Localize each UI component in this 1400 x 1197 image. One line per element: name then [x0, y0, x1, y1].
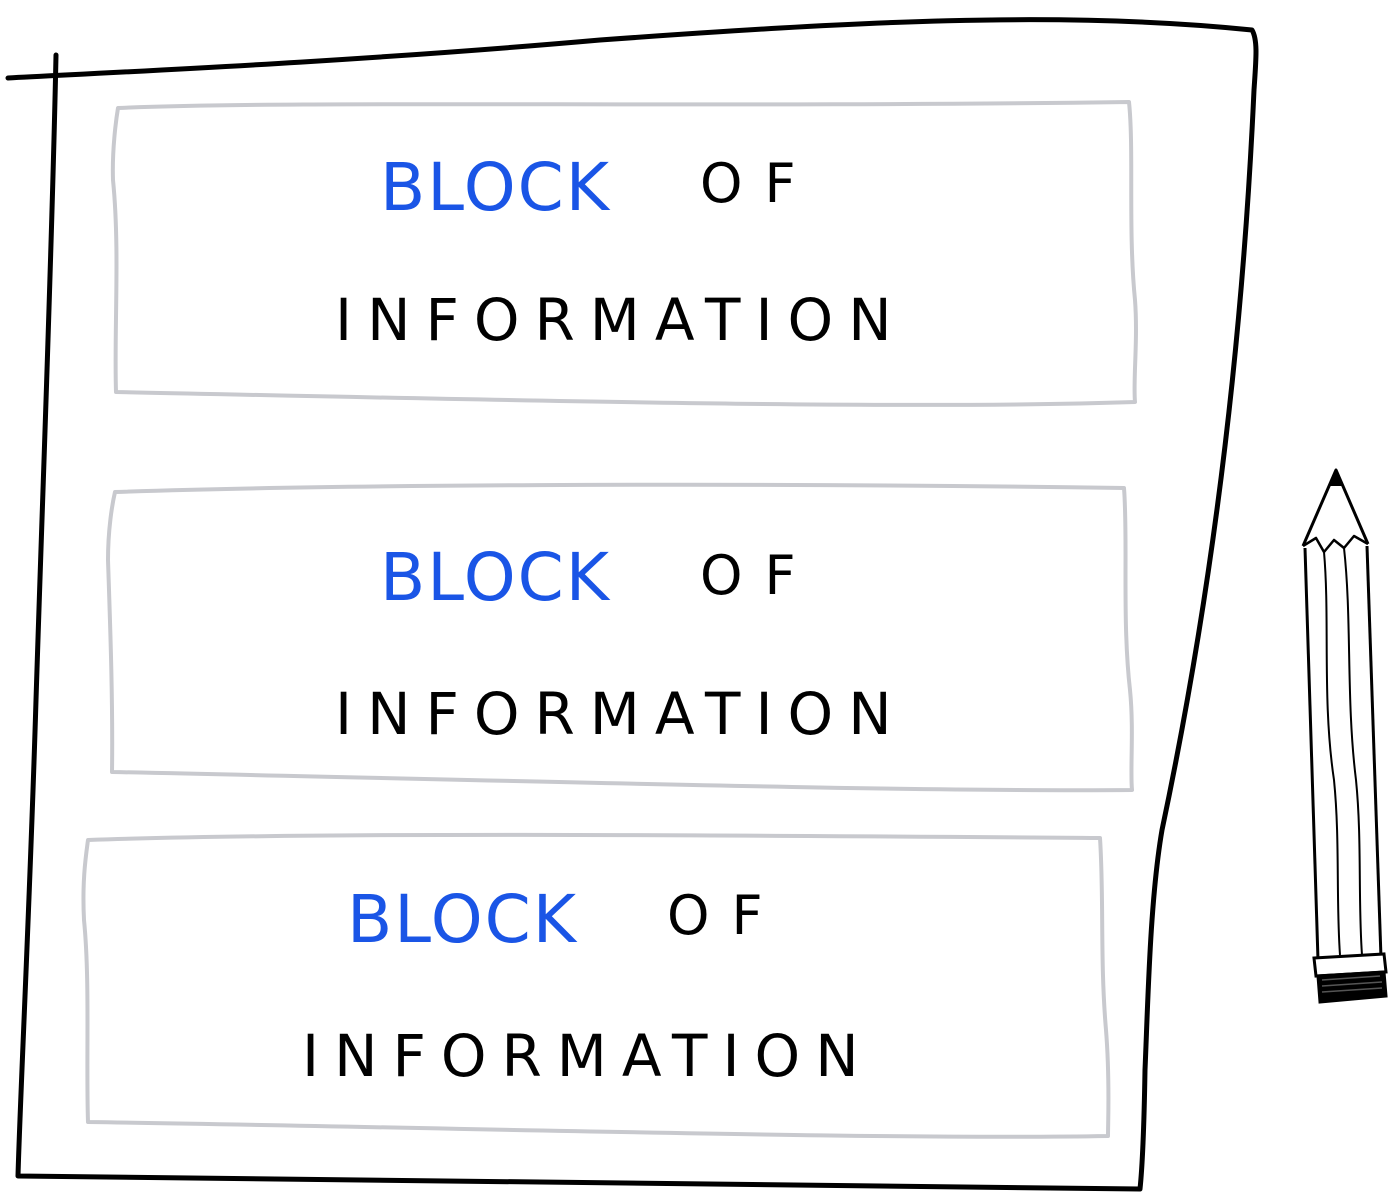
paper-sheet-outline [5, 17, 1259, 1192]
block-word-1: BLOCK [380, 149, 611, 226]
pencil-body-line [1323, 551, 1341, 956]
block-outline [110, 100, 1138, 407]
block-word-1: BLOCK [380, 539, 611, 616]
pencil-body-left [1303, 547, 1320, 961]
pencil-body-right [1365, 545, 1383, 959]
block-word-3: INFORMATION [335, 286, 907, 354]
block-word-3: INFORMATION [302, 1022, 874, 1090]
block-word-1: BLOCK [347, 881, 578, 958]
pencil-ferrule [1312, 952, 1388, 978]
info-block-3: BLOCK OF INFORMATION [81, 832, 1111, 1139]
block-outline [81, 832, 1111, 1139]
info-block-1: BLOCK OF INFORMATION [110, 100, 1138, 407]
pencil-body-line [1343, 547, 1363, 956]
pencil-shavings [1302, 534, 1369, 554]
block-outline [106, 482, 1134, 793]
pencil-eraser-hatch [1321, 975, 1383, 993]
pencil-lead [1330, 468, 1342, 486]
pencil-icon [1301, 468, 1388, 1004]
block-word-2: OF [700, 152, 818, 215]
block-word-2: OF [700, 544, 818, 607]
block-word-2: OF [667, 884, 785, 947]
block-word-3: INFORMATION [335, 680, 907, 748]
info-block-2: BLOCK OF INFORMATION [106, 482, 1134, 793]
